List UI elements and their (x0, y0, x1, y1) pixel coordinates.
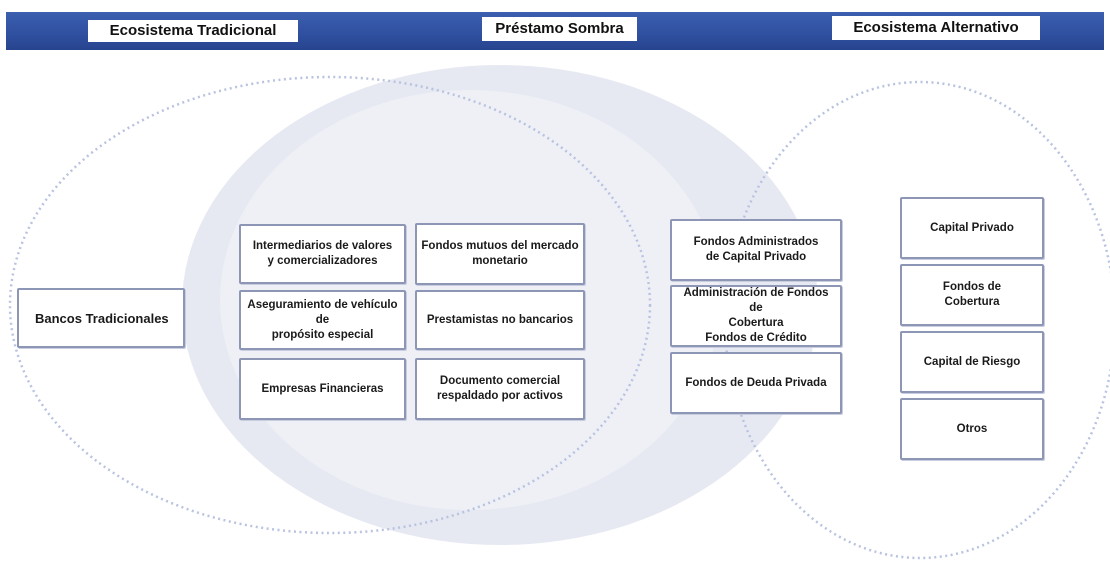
box-shadow-2: Fondos mutuos del mercado monetario (415, 223, 585, 285)
box-shadow-1: Intermediarios de valores y comercializa… (239, 224, 406, 284)
traditional-ecosystem-circle (8, 75, 652, 535)
box-overlap-3: Fondos de Deuda Privada (670, 352, 842, 414)
box-shadow-6: Documento comercial respaldado por activ… (415, 358, 585, 420)
box-shadow-5: Empresas Financieras (239, 358, 406, 420)
box-overlap-1: Fondos Administrados de Capital Privado (670, 219, 842, 281)
box-alternative-3: Capital de Riesgo (900, 331, 1044, 393)
header-shadow-lending: Préstamo Sombra (482, 17, 637, 41)
box-alternative-4: Otros (900, 398, 1044, 460)
header-traditional: Ecosistema Tradicional (88, 20, 298, 42)
box-alternative-1: Capital Privado (900, 197, 1044, 259)
box-alternative-2: Fondos de Cobertura (900, 264, 1044, 326)
box-bancos-tradicionales: Bancos Tradicionales (17, 288, 185, 348)
box-shadow-3: Aseguramiento de vehículo de propósito e… (239, 290, 406, 350)
box-shadow-4: Prestamistas no bancarios (415, 290, 585, 350)
header-alternative: Ecosistema Alternativo (832, 16, 1040, 40)
box-overlap-2: Administración de Fondos de Cobertura Fo… (670, 285, 842, 347)
